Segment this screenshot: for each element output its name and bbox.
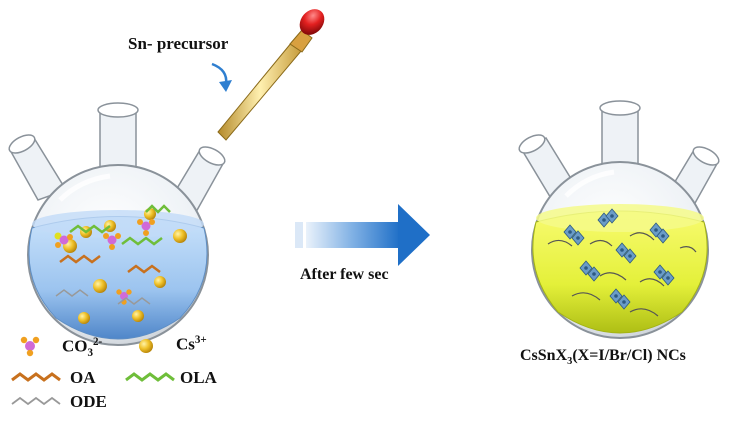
- dropper-bulb: [299, 9, 325, 35]
- precursor-label: Sn- precursor: [128, 34, 229, 53]
- legend-oa-icon: [11, 372, 61, 382]
- product-formula-rest: (X=I/Br/Cl) NCs: [572, 347, 686, 364]
- legend-ode-icon: [11, 396, 61, 406]
- dropper: [217, 9, 325, 141]
- legend-ola-icon: [125, 372, 175, 382]
- left-flask: [8, 102, 226, 346]
- product-label: CsSnX3(X=I/Br/Cl) NCs: [520, 347, 686, 367]
- cs-sup: 3+: [194, 334, 207, 346]
- legend-oa-label: OA: [70, 368, 96, 387]
- arrow-label: After few sec: [300, 266, 389, 283]
- carbonate-sup: 2-: [93, 336, 103, 348]
- left-particles: [54, 204, 187, 324]
- legend-carbonate-icon: [20, 336, 40, 357]
- legend-carbonate-label: CO32-: [62, 336, 102, 359]
- carbonate-main: CO: [62, 336, 88, 356]
- right-nanocrystals: [547, 208, 697, 317]
- legend-cs-label: Cs3+: [176, 334, 207, 355]
- product-formula-sub: 3: [567, 356, 573, 368]
- product-formula: CsSnX: [520, 347, 568, 364]
- legend-ola-label: OLA: [180, 368, 217, 387]
- precursor-arrow: [211, 62, 228, 85]
- carbonate-sub: 3: [87, 347, 94, 360]
- cs-main: Cs: [176, 334, 195, 354]
- process-arrow: [295, 204, 430, 266]
- legend-cs-icon: [139, 339, 153, 353]
- legend-ode-label: ODE: [70, 392, 107, 411]
